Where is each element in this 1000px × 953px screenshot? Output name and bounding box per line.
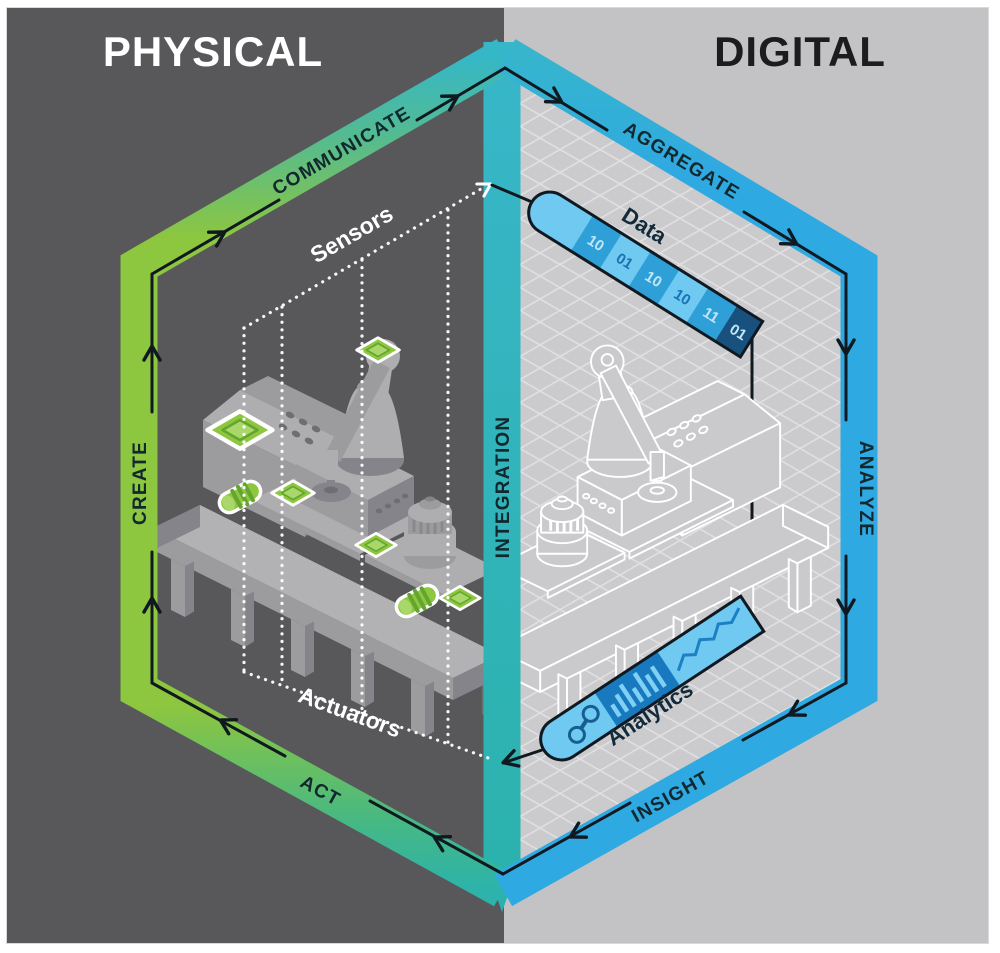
sensors-dotted-line [242, 184, 488, 330]
sensor-actuator-planes [242, 176, 496, 762]
band-label-create: CREATE [130, 441, 151, 525]
analytics-pill [539, 594, 766, 762]
bar-chart-icon [610, 665, 667, 718]
line-chart-icon [676, 607, 741, 672]
data-pill: 10 01 10 10 11 01 [527, 190, 765, 360]
data-bits-4: 10 [670, 286, 693, 309]
physical-loop-band [120, 38, 516, 907]
band-label-integration: INTEGRATION [493, 416, 514, 559]
actuators-dotted-line [242, 670, 496, 762]
data-bits-6: 01 [726, 321, 749, 344]
data-bits-2: 01 [613, 250, 636, 273]
data-bits-5: 11 [700, 304, 722, 327]
analytics-to-actuator-link [501, 748, 544, 765]
data-bits-3: 10 [642, 268, 665, 291]
sensor-to-data-link [490, 183, 534, 204]
digital-title: DIGITAL [714, 28, 886, 75]
data-bits-1: 10 [584, 232, 607, 255]
panel-border [6, 7, 989, 944]
band-label-analyze: ANALYZE [855, 441, 876, 537]
scatter-icon [567, 704, 600, 744]
physical-title: PHYSICAL [103, 28, 323, 75]
digital-loop-band [493, 39, 878, 907]
flow-line [142, 66, 856, 876]
